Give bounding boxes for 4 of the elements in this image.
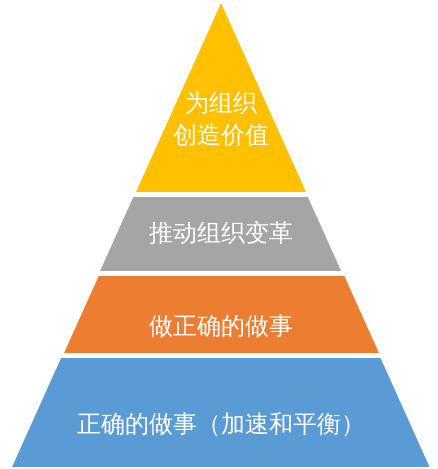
tier-label: 做正确的做事 [149, 311, 293, 342]
tier-label: 推动组织变革 [148, 218, 293, 249]
tier-label: 为组织创造价值 [172, 88, 270, 151]
tier-label: 正确的做事（加速和平衡） [76, 409, 365, 440]
